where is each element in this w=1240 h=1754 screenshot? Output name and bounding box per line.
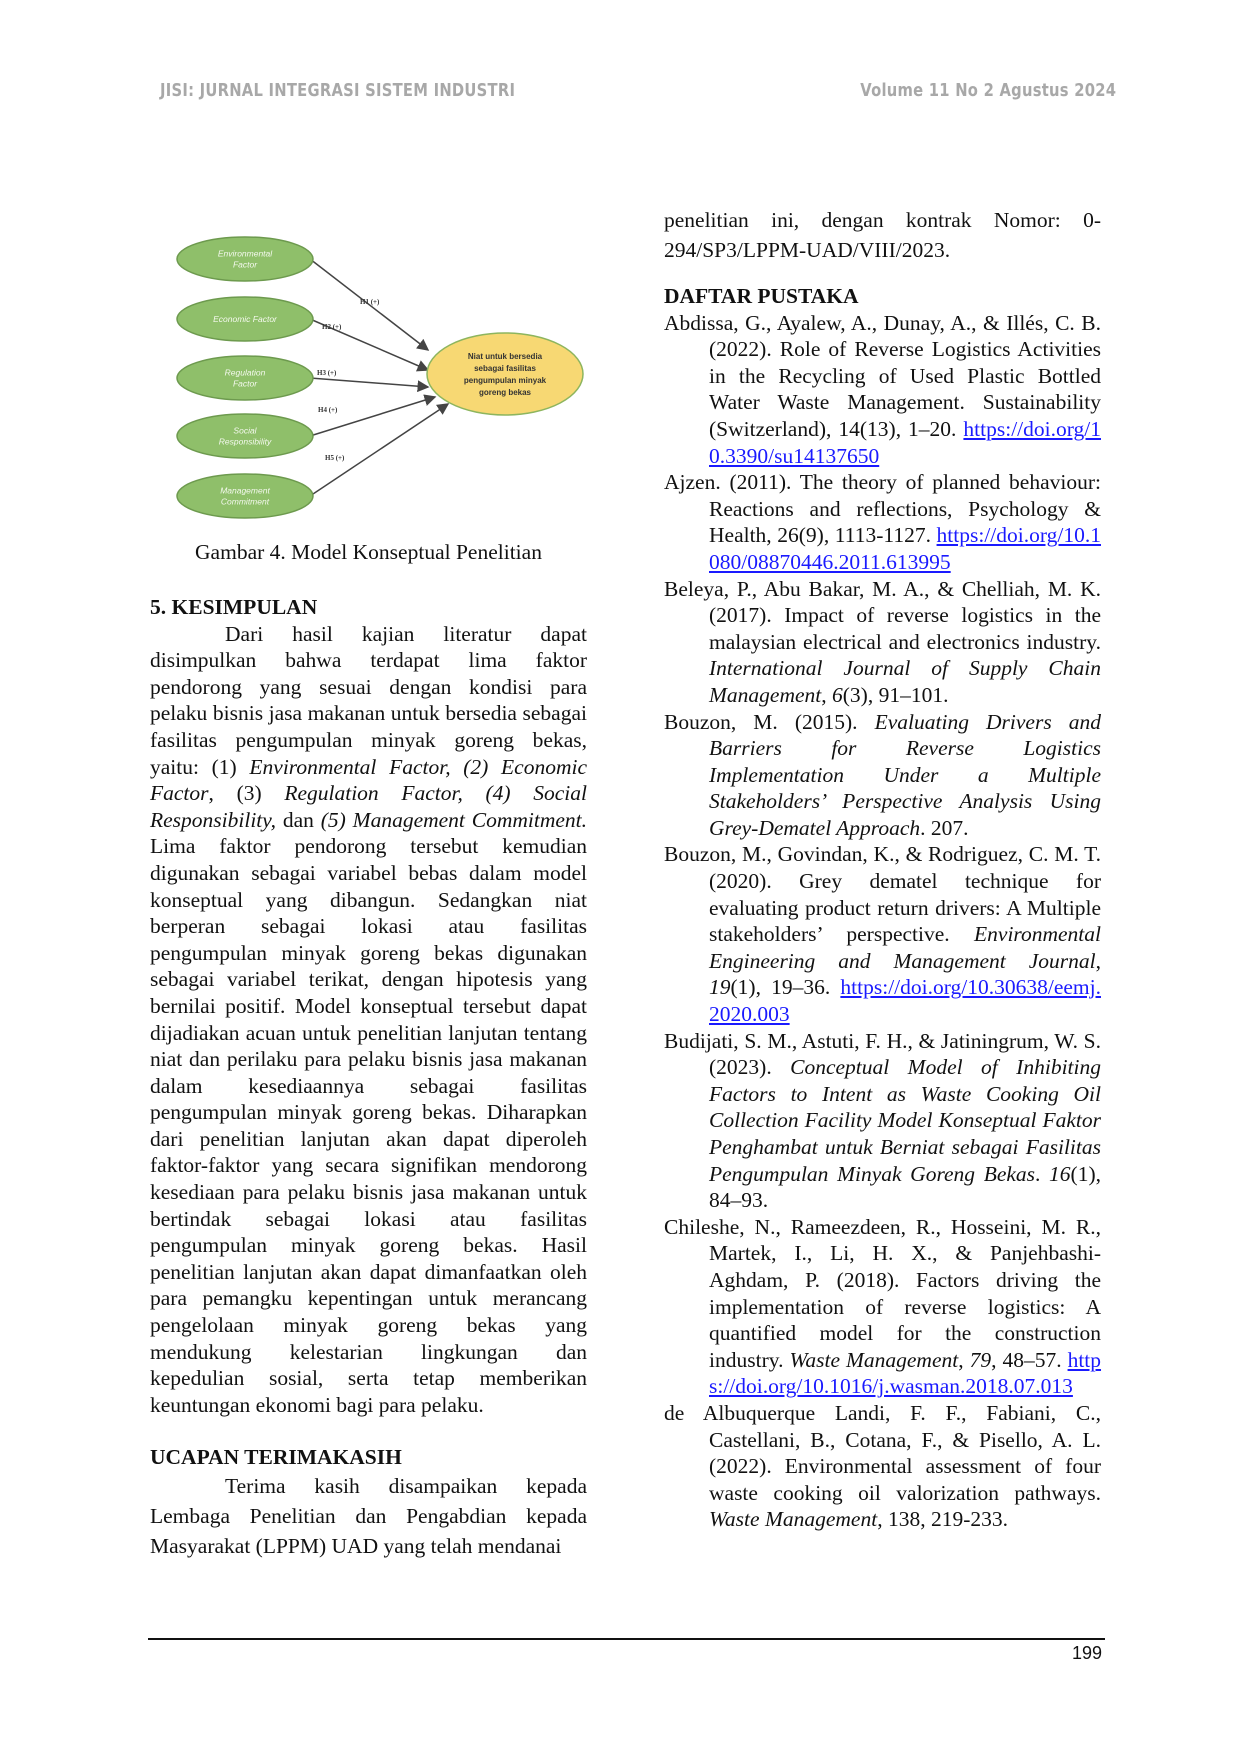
conclusion-heading: 5. KESIMPULAN [150,595,318,619]
italic-text: (5) Management Commitment. [320,807,588,832]
hypothesis-label: H4 (+) [318,406,338,414]
arrow-line [309,394,437,437]
italic-text: 16 [1049,1161,1071,1186]
text-run: , 48–57. [991,1347,1068,1372]
factor-label: Economic Factor [213,314,278,324]
outcome-label: sebagai fasilitas [474,364,536,373]
volume-header: Volume 11 No 2 Agustus 2024 [859,80,1116,101]
factor-label: Environmental [218,249,273,259]
factor-ellipse [176,296,314,342]
hypothesis-label: H3 (+) [317,369,337,377]
outcome-label: goreng bekas [479,388,532,397]
italic-text: International Journal of Supply Chain Ma… [709,656,1101,707]
left-column: 5. KESIMPULAN Dari hasil kajian literatu… [150,594,587,1561]
reference-entry: Bouzon, M., Govindan, K., & Rodriguez, C… [664,841,1101,1027]
text-run: , [1095,948,1101,973]
reference-entry: Abdissa, G., Ayalew, A., Dunay, A., & Il… [664,310,1101,470]
text-run: , 138, 219-233. [877,1507,1008,1532]
hypothesis-label: H5 (+) [325,454,345,462]
text-run: . [1035,1161,1050,1186]
figure-caption: Gambar 4. Model Konseptual Penelitian [195,540,542,564]
reference-entry: de Albuquerque Landi, F. F., Fabiani, C.… [664,1400,1101,1533]
italic-text: 79 [969,1347,992,1372]
thanks-paragraph-continued: penelitian ini, dengan kontrak Nomor: 0-… [664,208,1101,262]
text-run: , [821,682,832,707]
reference-entry: Beleya, P., Abu Bakar, M. A., & Chelliah… [664,576,1101,709]
text-run: Budijati, S. M., Astuti, F. H., & Jatini… [664,1028,1101,1080]
text-run: dan [276,807,321,832]
text-run: (1), 19–36. [730,975,841,1000]
text-run: Beleya, P., Abu Bakar, M. A., & Chelliah… [664,576,1101,654]
italic-text: 19 [709,975,731,1000]
thanks-paragraph: Terima kasih disampaikan kepada Lembaga … [150,1474,587,1558]
outcome-ellipse [426,332,584,416]
factor-label: Factor [233,379,258,389]
text-run: (3), 91–101. [842,682,949,707]
footer-divider [148,1638,1105,1640]
arrow-line [309,318,430,372]
arrow-line [309,258,430,351]
doi-link[interactable]: https://doi.org/10.1016/j.wasman.2018.07… [709,1347,1102,1399]
text-run: , (3) [208,781,285,806]
outcome-label: pengumpulan minyak [464,376,547,385]
italic-text: Regulation Factor, (4) Social Responsibi… [150,781,587,832]
conclusion-paragraph: Dari hasil kajian literatur dapat disimp… [150,621,587,1419]
factor-label: Regulation [225,368,266,378]
text-run: , [958,1347,970,1372]
factor-label: Management [220,486,270,496]
factor-label: Social [233,426,257,436]
factor-label: Commitment [221,497,270,507]
doi-link[interactable]: https://doi.org/10.3390/su14137650 [709,416,1101,468]
reference-entry: Bouzon, M. (2015). Evaluating Drivers an… [664,709,1101,842]
references-heading: DAFTAR PUSTAKA [664,284,859,308]
hypothesis-label: H2 (+) [322,323,342,331]
hypothesis-label: H1 (+) [360,298,380,306]
factor-ellipse [176,413,314,459]
reference-list: Abdissa, G., Ayalew, A., Dunay, A., & Il… [664,310,1101,1533]
factor-label: Responsibility [219,437,272,447]
text-run: Bouzon, M. (2015). [664,709,875,734]
text-run: Ajzen. (2011). The theory of planned beh… [664,470,1101,548]
arrow-line [309,377,430,393]
factor-label: Factor [233,260,258,270]
text-run: Abdissa, G., Ayalew, A., Dunay, A., & Il… [664,310,1101,441]
reference-entry: Chileshe, N., Rameezdeen, R., Hosseini, … [664,1214,1101,1400]
text-run: Chileshe, N., Rameezdeen, R., Hosseini, … [664,1214,1101,1372]
page-number: 199 [1071,1643,1102,1663]
outcome-label: Niat untuk bersedia [468,352,543,361]
italic-text: Environmental Engineering and Management… [709,922,1101,973]
right-column: penelitian ini, dengan kontrak Nomor: 0-… [664,205,1101,1533]
italic-text: Waste Management [789,1347,959,1372]
doi-link[interactable]: https://doi.org/10.30638/eemj.2020.003 [709,975,1101,1027]
journal-header: JISI: JURNAL INTEGRASI SISTEM INDUSTRI [160,80,516,101]
italic-text: Environmental Factor, (2) Economic Facto… [150,754,587,806]
italic-text: Evaluating Drivers and Barriers for Reve… [709,709,1101,840]
italic-text: 6 [832,682,843,707]
text-run: Lima faktor pendorong tersebut kemudian … [150,834,587,1417]
factor-ellipse [176,236,314,282]
thanks-heading: UCAPAN TERIMAKASIH [150,1445,402,1470]
conceptual-model-diagram: H1 (+) H2 (+) H3 (+) H4 (+) H5 (+) Environme… [176,236,584,519]
italic-text: Conceptual Model of Inhibiting Factors t… [709,1055,1101,1186]
italic-text: Waste Management [709,1507,878,1532]
text-run: Bouzon, M., Govindan, K., & Rodriguez, C… [664,842,1101,947]
reference-entry: Budijati, S. M., Astuti, F. H., & Jatini… [664,1028,1101,1214]
text-run: (1), 84–93. [709,1161,1101,1213]
text-run: . 207. [920,815,969,840]
text-run: Dari hasil kajian literatur dapat disimp… [150,621,587,779]
reference-entry: Ajzen. (2011). The theory of planned beh… [664,469,1101,575]
arrow-line [309,403,450,497]
factor-ellipse [176,355,314,401]
doi-link[interactable]: https://doi.org/10.1080/08870446.2011.61… [709,523,1101,574]
text-run: de Albuquerque Landi, F. F., Fabiani, C.… [664,1400,1101,1505]
factor-ellipse [176,473,314,519]
